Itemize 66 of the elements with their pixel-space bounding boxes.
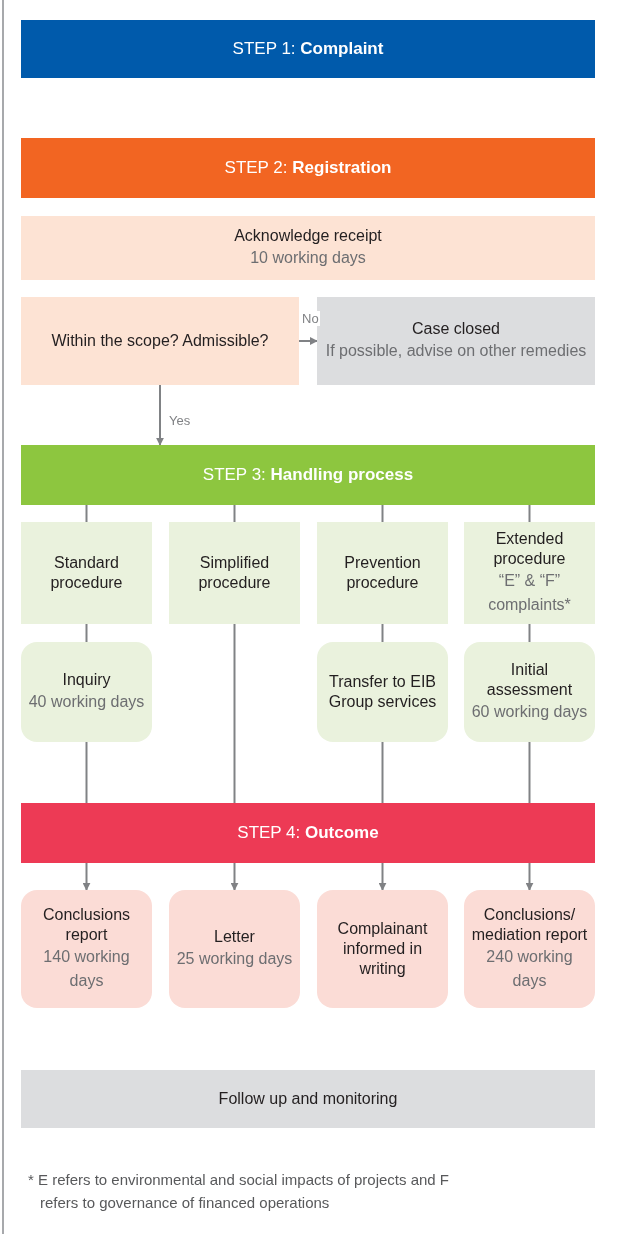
step-title: STEP 2: Registration (224, 158, 392, 178)
rounded-box (317, 642, 448, 742)
box-heading: Transfer to EIB Group services (327, 672, 438, 712)
arrow (378, 862, 387, 891)
box-heading: Initial assessment (485, 660, 574, 700)
process-box (21, 522, 152, 624)
process-box (169, 522, 300, 624)
box-heading: Within the scope? Admissible? (51, 331, 269, 351)
step-title: STEP 3: Handling process (202, 465, 414, 485)
process-box (21, 216, 595, 280)
rounded-box (464, 642, 595, 742)
box-detail: 10 working days (250, 248, 366, 268)
box-heading: Conclusions/ mediation report (470, 905, 589, 945)
connector-line (85, 623, 88, 643)
box-heading: Standard procedure (49, 553, 124, 593)
box-detail: 60 working days (471, 702, 588, 722)
step-title: STEP 4: Outcome (237, 823, 379, 843)
rounded-box (21, 890, 152, 1008)
rounded-box (464, 890, 595, 1008)
connector-line (381, 741, 384, 804)
rounded-box (317, 890, 448, 1008)
step-title: STEP 1: Complaint (232, 39, 384, 59)
arrow (82, 862, 91, 891)
connector-line (528, 504, 531, 523)
box-detail: 25 working days (176, 949, 293, 969)
arrow (156, 384, 164, 446)
box-heading: Extended procedure (492, 529, 567, 569)
box-heading: Inquiry (62, 670, 111, 690)
box-detail: 140 working days (42, 947, 131, 991)
box-heading: Prevention procedure (343, 553, 422, 593)
step-banner (21, 445, 595, 505)
box-detail: 240 working days (485, 947, 574, 991)
step-banner (21, 138, 595, 198)
arrow (230, 862, 239, 891)
process-box (21, 1070, 595, 1128)
process-box (317, 522, 448, 624)
connector-line (381, 504, 384, 523)
box-heading: Simplified procedure (197, 553, 272, 593)
box-detail: If possible, advise on other remedies (325, 341, 587, 361)
box-heading: Follow up and monitoring (218, 1089, 398, 1109)
rounded-box (21, 642, 152, 742)
box-heading: Acknowledge receipt (234, 226, 382, 246)
footnote: * E refers to environmental and social impacts of projects and F refers to governance of financed operations (28, 1170, 451, 1213)
box-heading: Conclusions report (41, 905, 132, 945)
box-detail: 40 working days (28, 692, 145, 712)
step-banner (21, 803, 595, 863)
box-heading: Case closed (411, 319, 500, 339)
process-box (21, 297, 299, 385)
connector-line (528, 623, 531, 643)
edge-label: Yes (168, 413, 192, 428)
process-box (464, 522, 595, 624)
connector-line (233, 623, 236, 804)
arrow (298, 337, 318, 345)
box-detail: “E” & “F” complaints* (487, 571, 572, 615)
connector-line (528, 741, 531, 804)
arrow (525, 862, 534, 891)
connector-line (85, 504, 88, 523)
box-heading: Letter (214, 927, 255, 947)
connector-line (233, 504, 236, 523)
connector-line (381, 623, 384, 643)
process-box (317, 297, 595, 385)
connector-line (85, 741, 88, 804)
step-banner (21, 20, 595, 78)
box-heading: Complainant informed in writing (336, 919, 429, 979)
edge-label: No (301, 311, 320, 326)
rounded-box (169, 890, 300, 1008)
